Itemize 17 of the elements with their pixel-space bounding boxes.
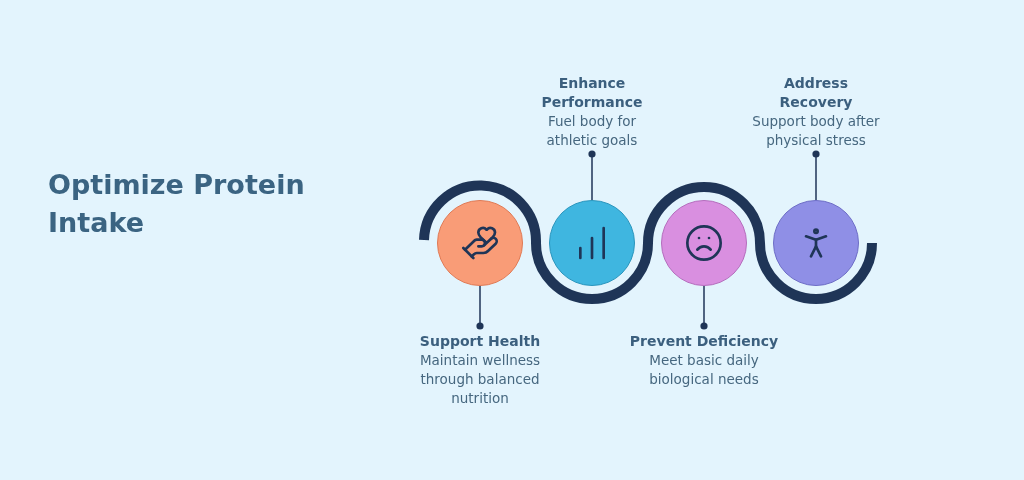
leader-line [476,285,484,330]
leader-line [700,285,708,330]
icon-circle [437,200,523,286]
step-heading: Support Health [419,332,541,351]
step-heading: Prevent Deficiency [629,332,779,351]
icon-circle [773,200,859,286]
step-heading: Address Recovery [778,74,854,112]
step-heading: Enhance Performance [540,74,644,112]
step-description: Maintain wellness through balanced nutrition [418,351,542,408]
step-description: Meet basic daily biological needs [648,351,760,389]
icon-circle [549,200,635,286]
title: Optimize Protein Intake [48,168,306,240]
step-description: Fuel body for athletic goals [545,112,639,150]
leader-line [588,150,596,201]
icon-circle [661,200,747,286]
leader-line [812,150,820,201]
step-description: Support body after physical stress [751,112,881,150]
